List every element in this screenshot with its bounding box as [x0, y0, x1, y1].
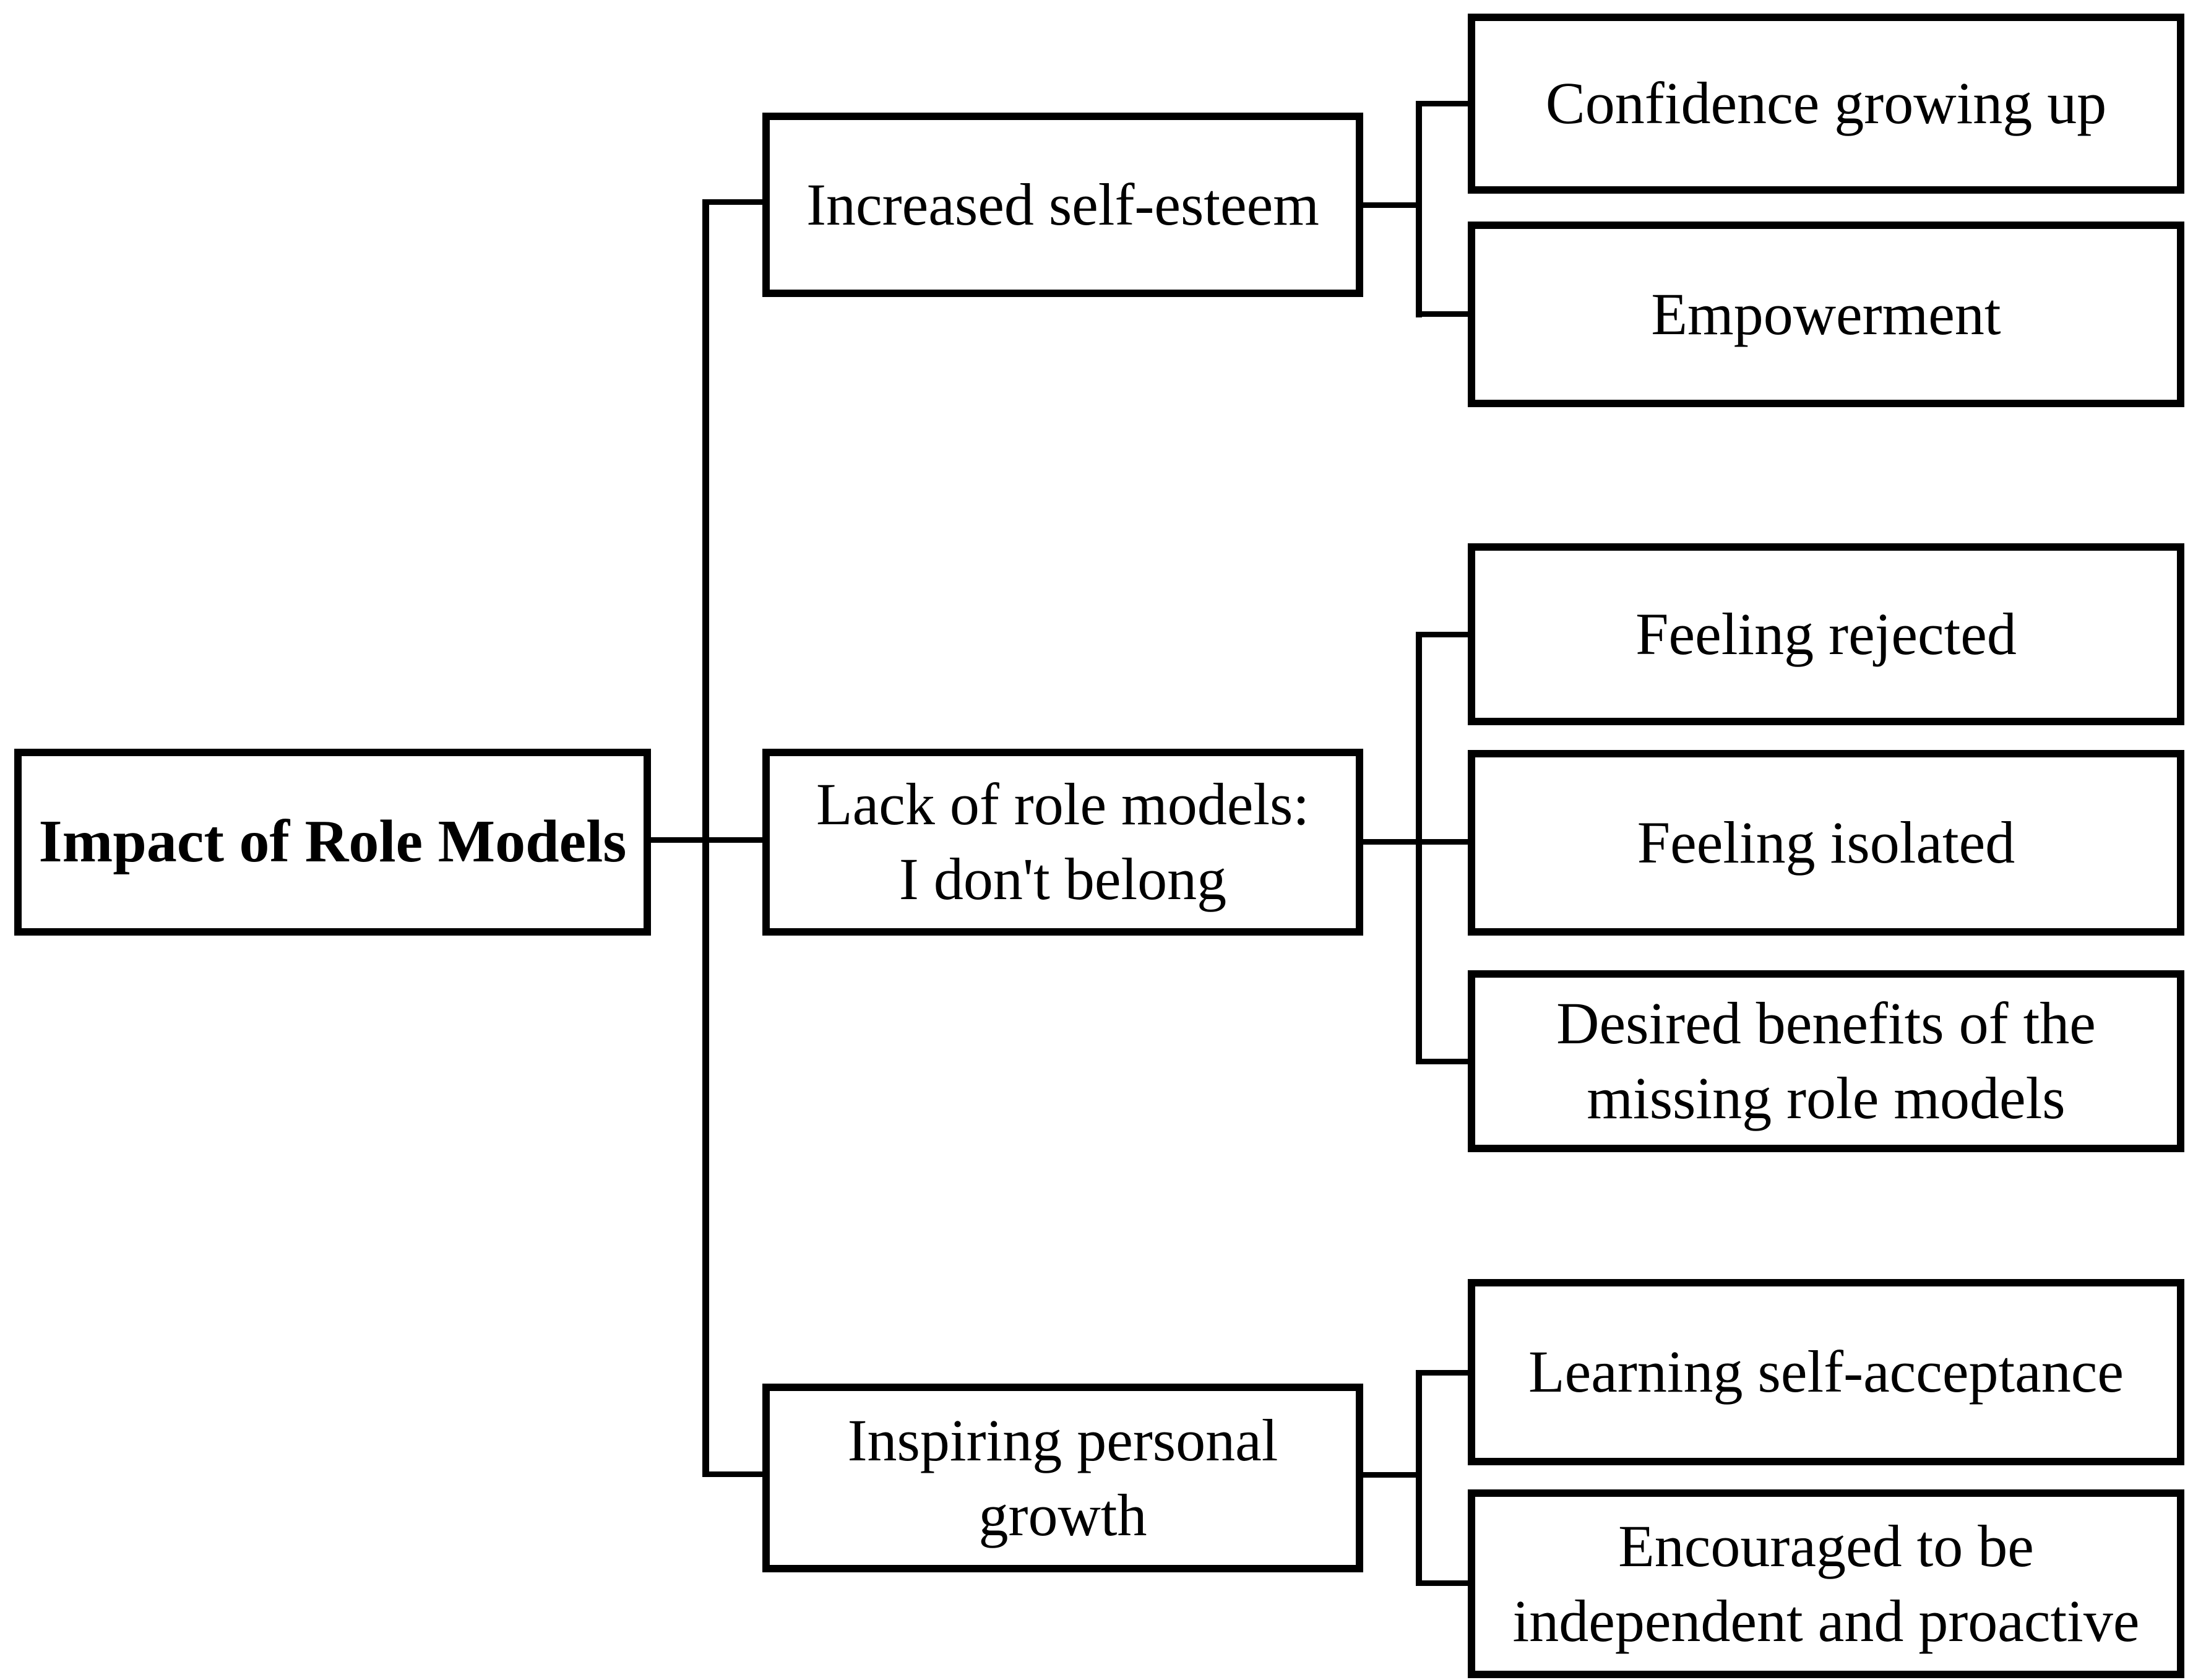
connector-children-trunk-2	[1416, 632, 1422, 1064]
node-leaf-label: Empowerment	[1651, 280, 2001, 347]
node-leaf-encouraged-independent: Encouraged to be independent and proacti…	[1468, 1489, 2184, 1678]
node-leaf-label: Confidence growing up	[1545, 70, 2107, 137]
connector-stub-child1	[1416, 101, 1468, 106]
node-branch-lack-of-role-models: Lack of role models: I don't belong	[762, 749, 1363, 936]
node-leaf-label: Feeling isolated	[1637, 809, 2015, 876]
node-leaf-label: Encouraged to be independent and proacti…	[1512, 1512, 2140, 1654]
connector-branch-trunk	[702, 199, 709, 1477]
node-leaf-empowerment: Empowerment	[1468, 222, 2184, 407]
node-root-label: Impact of Role Models	[38, 808, 627, 876]
connector-children-trunk-1	[1416, 101, 1422, 317]
node-root: Impact of Role Models	[14, 749, 651, 936]
connector-stub-branch3	[702, 1471, 762, 1477]
node-leaf-learning-self-acceptance: Learning self-acceptance	[1468, 1279, 2184, 1465]
connector-children-trunk-3	[1416, 1370, 1422, 1586]
node-leaf-label: Desired benefits of the missing role mod…	[1556, 990, 2096, 1131]
node-leaf-feeling-rejected: Feeling rejected	[1468, 543, 2184, 725]
node-branch-label: Lack of role models: I don't belong	[816, 771, 1310, 912]
node-branch-increased-self-esteem: Increased self-esteem	[762, 113, 1363, 297]
connector-branch3-to-trunk	[1363, 1472, 1422, 1478]
connector-stub-branch1	[702, 199, 762, 205]
connector-branch2-to-trunk	[1363, 839, 1468, 845]
connector-stub-child2	[1416, 311, 1468, 317]
connector-branch1-to-trunk	[1363, 202, 1422, 208]
node-branch-inspiring-personal-growth: Inspiring personal growth	[762, 1384, 1363, 1572]
connector-stub-child7	[1416, 1580, 1468, 1586]
node-leaf-confidence-growing-up: Confidence growing up	[1468, 14, 2184, 194]
node-leaf-label: Learning self-acceptance	[1528, 1338, 2124, 1405]
connector-stub-child5	[1416, 1059, 1468, 1064]
node-branch-label: Increased self-esteem	[806, 171, 1319, 238]
node-leaf-feeling-isolated: Feeling isolated	[1468, 750, 2184, 936]
node-leaf-label: Feeling rejected	[1635, 600, 2017, 667]
connector-stub-child6	[1416, 1370, 1468, 1376]
node-branch-label: Inspiring personal growth	[847, 1406, 1278, 1548]
node-leaf-desired-benefits: Desired benefits of the missing role mod…	[1468, 970, 2184, 1152]
connector-stub-child3	[1416, 632, 1468, 637]
